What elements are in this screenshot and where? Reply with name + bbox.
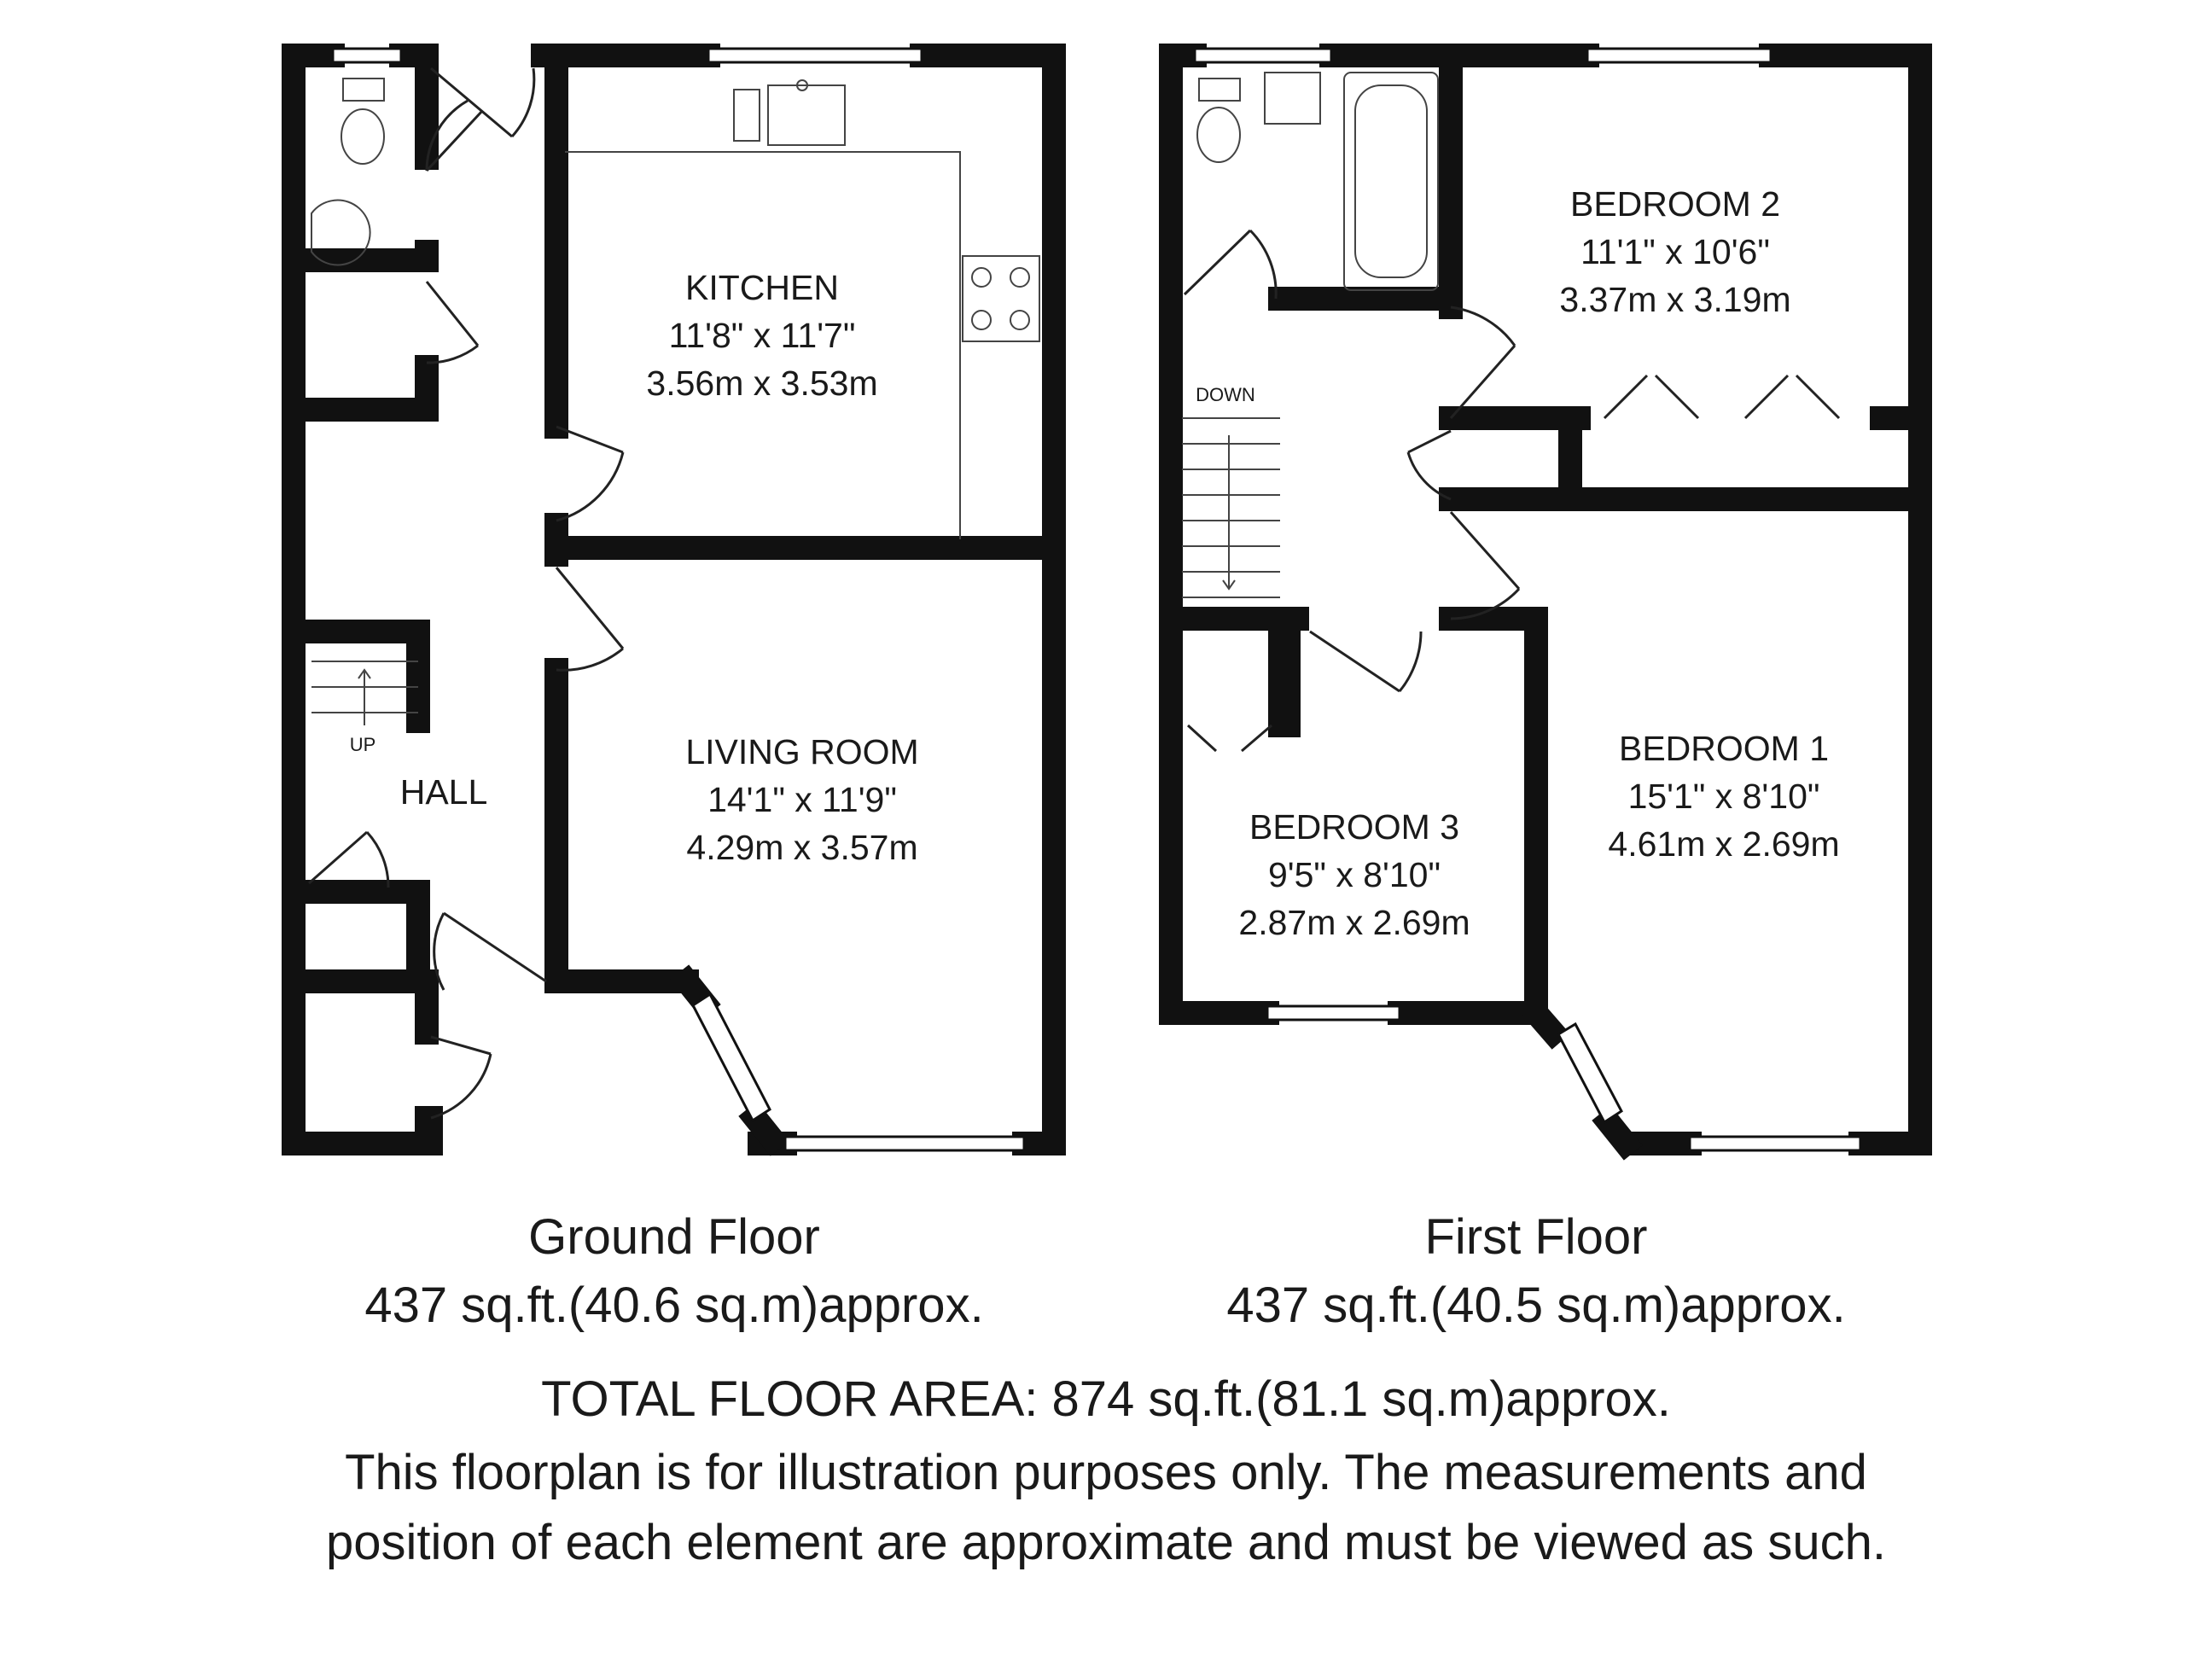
disclaimer: This floorplan is for illustration purpo… bbox=[325, 1445, 1887, 1570]
first-floor-fittings bbox=[1182, 72, 1439, 598]
stairs-down-label: DOWN bbox=[1196, 384, 1255, 405]
ground-floor-area: 437 sq.ft.(40.6 sq.m)approx. bbox=[364, 1278, 984, 1333]
bedroom-1-dims-metric: 4.61m x 2.69m bbox=[1608, 824, 1839, 864]
living-room-dims-imperial: 14'1" x 11'9" bbox=[707, 780, 897, 819]
bedroom-1-label: BEDROOM 1 15'1" x 8'10" 4.61m x 2.69m bbox=[1608, 729, 1839, 864]
total-area: TOTAL FLOOR AREA: 874 sq.ft.(81.1 sq.m)a… bbox=[541, 1371, 1671, 1427]
ground-floor-fittings bbox=[311, 78, 1040, 725]
bedroom-3-dims-imperial: 9'5" x 8'10" bbox=[1268, 855, 1441, 894]
first-floor-plan bbox=[1159, 44, 1932, 1161]
living-room-label: LIVING ROOM 14'1" x 11'9" 4.29m x 3.57m bbox=[685, 732, 918, 867]
kitchen-dims-imperial: 11'8" x 11'7" bbox=[669, 316, 856, 355]
ground-floor-caption: Ground Floor 437 sq.ft.(40.6 sq.m)approx… bbox=[290, 1203, 1058, 1340]
first-floor-doors bbox=[1183, 229, 1841, 753]
bedroom-3-dims-metric: 2.87m x 2.69m bbox=[1238, 903, 1470, 942]
bedroom-2-dims-metric: 3.37m x 3.19m bbox=[1559, 280, 1790, 319]
bedroom-3-label: BEDROOM 3 9'5" x 8'10" 2.87m x 2.69m bbox=[1238, 807, 1470, 942]
bedroom-3-name: BEDROOM 3 bbox=[1249, 807, 1459, 847]
stairs-up-label: UP bbox=[350, 734, 376, 755]
first-floor-title: First Floor bbox=[1424, 1209, 1648, 1265]
ground-floor-windows bbox=[331, 47, 1026, 1152]
bedroom-2-label: BEDROOM 2 11'1" x 10'6" 3.37m x 3.19m bbox=[1559, 184, 1790, 319]
bedroom-2-name: BEDROOM 2 bbox=[1570, 184, 1780, 224]
living-room-dims-metric: 4.29m x 3.57m bbox=[686, 828, 917, 867]
kitchen-dims-metric: 3.56m x 3.53m bbox=[646, 364, 877, 403]
ground-floor-doors bbox=[308, 67, 625, 1120]
kitchen-label: KITCHEN 11'8" x 11'7" 3.56m x 3.53m bbox=[646, 268, 877, 403]
bedroom-2-dims-imperial: 11'1" x 10'6" bbox=[1580, 232, 1770, 271]
ground-floor-plan bbox=[282, 44, 1066, 1156]
living-room-name: LIVING ROOM bbox=[685, 732, 918, 771]
bedroom-1-dims-imperial: 15'1" x 8'10" bbox=[1628, 777, 1820, 816]
kitchen-name: KITCHEN bbox=[685, 268, 839, 307]
first-floor-windows bbox=[1193, 47, 1862, 1152]
first-floor-walls bbox=[1159, 44, 1932, 1161]
hall-name: HALL bbox=[400, 772, 488, 812]
first-floor-caption: First Floor 437 sq.ft.(40.5 sq.m)approx. bbox=[1152, 1203, 1920, 1340]
ground-floor-walls bbox=[282, 44, 1066, 1156]
ground-floor-title: Ground Floor bbox=[528, 1209, 820, 1265]
first-floor-area: 437 sq.ft.(40.5 sq.m)approx. bbox=[1226, 1278, 1846, 1333]
bedroom-1-name: BEDROOM 1 bbox=[1619, 729, 1829, 768]
